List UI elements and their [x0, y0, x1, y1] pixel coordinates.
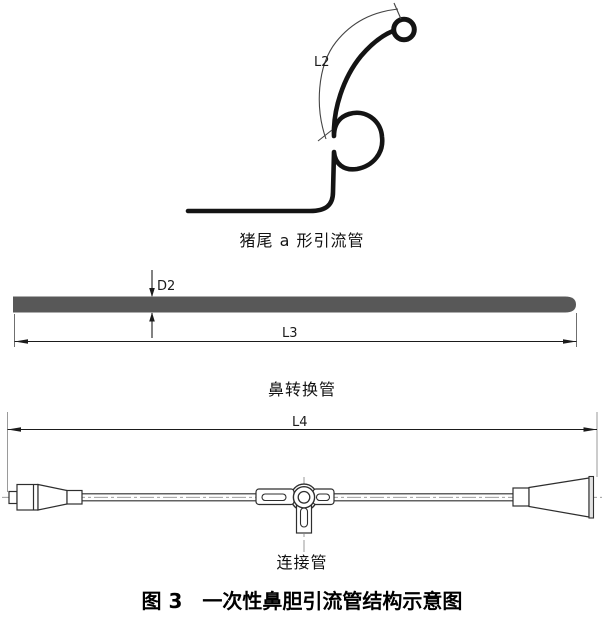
pigtail-tube-drawing: L2	[185, 2, 417, 214]
connector-right-collar	[512, 487, 530, 507]
l4-arrow-right	[583, 427, 597, 432]
stopcock-right-arm-slot	[315, 493, 331, 502]
stopcock-valve-inner	[297, 490, 311, 504]
nasal-conversion-tube-drawing: D2 L3	[13, 270, 577, 347]
pigtail-tube-label: 猪尾 a 形引流管	[239, 231, 365, 250]
stopcock-valve-outer	[292, 485, 316, 509]
connector-left-taper	[37, 483, 68, 511]
l3-arrow-left	[14, 339, 28, 344]
dimension-arc-l2	[318, 8, 399, 140]
connector-tube-drawing: L4	[2, 412, 602, 553]
dim-label-l2: L2	[314, 55, 330, 70]
dim-label-d2: D2	[157, 279, 175, 294]
connecting-tube-label: 连接管	[276, 553, 328, 572]
connector-left-stub	[8, 490, 18, 505]
stopcock-stem-slot	[299, 507, 309, 528]
pigtail-tip-ring	[391, 16, 417, 43]
nasal-tube-body	[13, 296, 576, 313]
dimension-tick-l2-bottom	[317, 129, 333, 142]
stopcock-left-arm-slot	[261, 493, 287, 502]
connector-left-hub	[16, 483, 39, 511]
figure-caption: 图 3 一次性鼻胆引流管结构示意图	[141, 589, 463, 613]
pigtail-tube-outline	[185, 28, 396, 214]
l4-arrow-left	[7, 427, 21, 432]
dim-label-l4: L4	[292, 415, 308, 430]
connector-right-flange	[588, 475, 595, 519]
nasal-conversion-tube-label: 鼻转换管	[267, 380, 336, 399]
dimension-tick-l2-top	[393, 2, 402, 20]
l3-arrow-right	[563, 339, 577, 344]
connector-right-funnel	[528, 477, 590, 518]
d2-arrow-up	[149, 312, 155, 322]
dim-label-l3: L3	[282, 326, 298, 341]
d2-arrow-down	[149, 288, 155, 297]
connector-left-collar	[66, 489, 83, 505]
